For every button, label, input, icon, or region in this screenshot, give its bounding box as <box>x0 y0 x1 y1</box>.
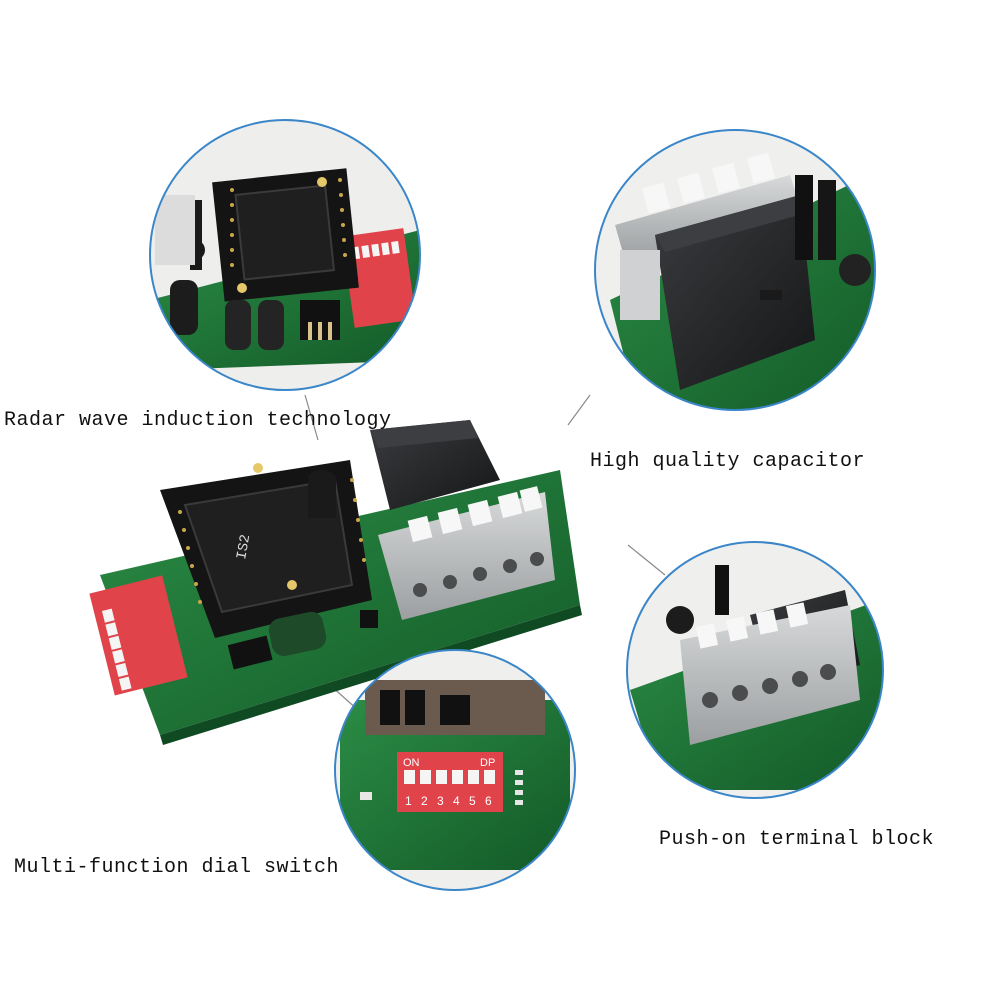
caption-radar-technology: Radar wave induction technology <box>4 409 392 432</box>
zoom-circle-relay <box>594 129 876 411</box>
caption-dial-switch: Multi-function dial switch <box>14 856 340 879</box>
dip-number: 2 <box>421 794 428 808</box>
dip-dp-label: DP <box>480 757 495 769</box>
caption-terminal-block: Push-on terminal block <box>659 828 935 851</box>
dip-on-label: ON <box>403 757 420 769</box>
board-dip-switch <box>89 575 188 696</box>
zoom-circle-radar-module <box>149 119 421 391</box>
zoom-circle-dial-switch: ON DP 1 2 3 4 5 6 <box>334 649 576 891</box>
main-pcb-board: IS2 <box>89 420 582 745</box>
zoom-circle-terminal-block <box>626 541 884 799</box>
dip-number: 3 <box>437 794 444 808</box>
caption-high-quality-capacitor: High quality capacitor <box>590 450 866 473</box>
dip-number: 6 <box>485 794 492 808</box>
dip-number: 5 <box>469 794 476 808</box>
board-module-code: IS2 <box>234 533 254 561</box>
dip-number: 4 <box>453 794 460 808</box>
dip-number: 1 <box>405 794 412 808</box>
